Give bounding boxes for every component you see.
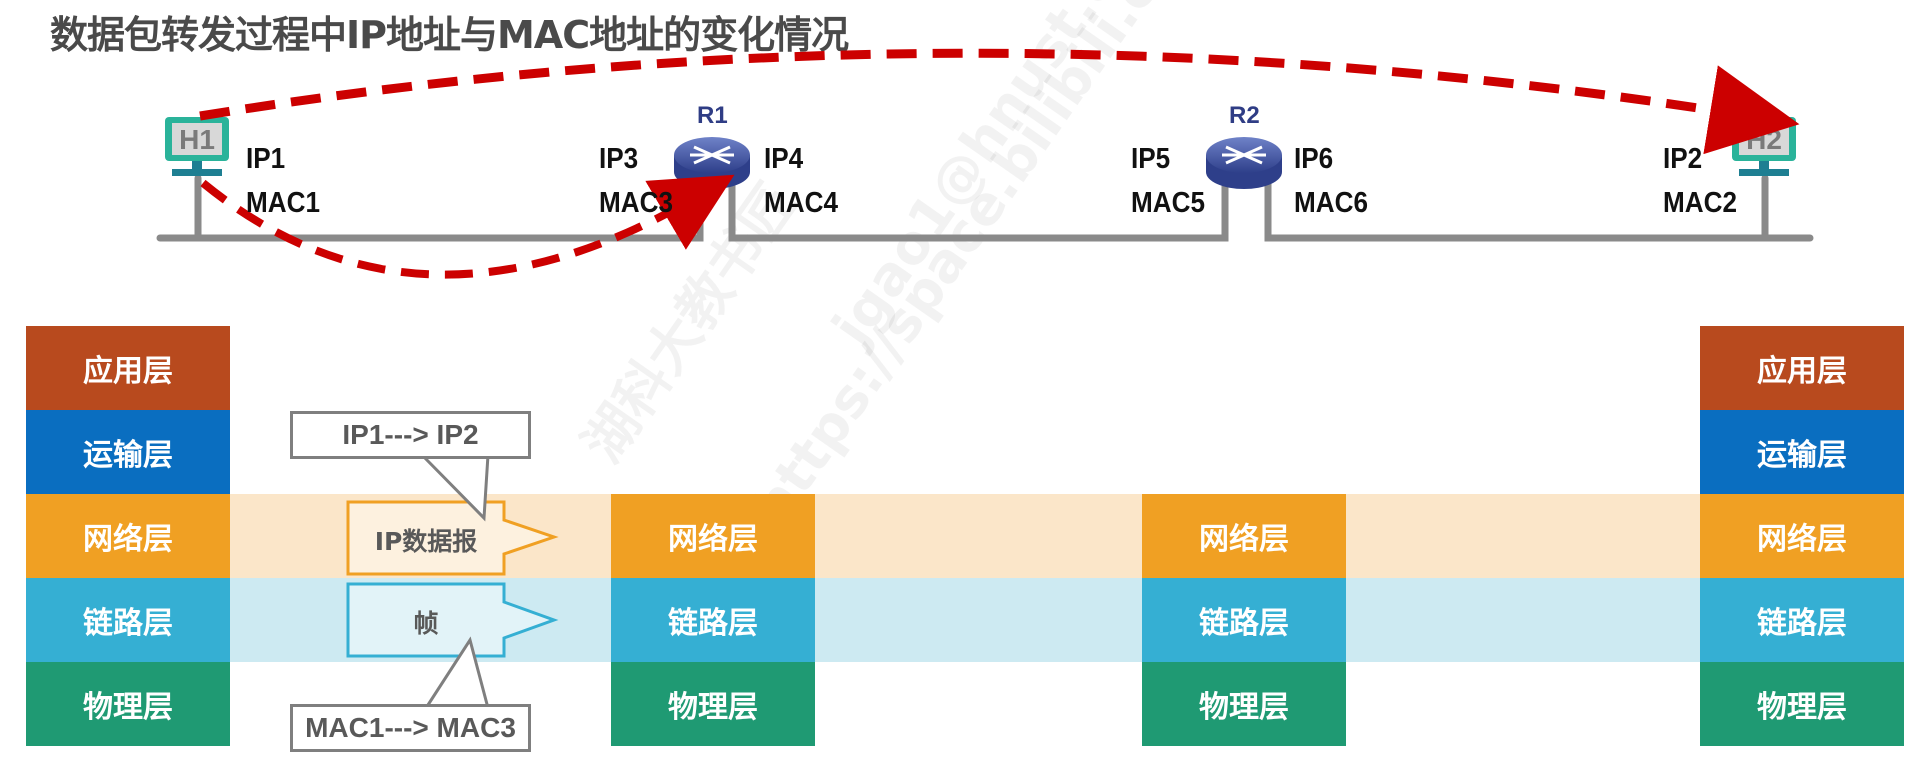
h1-app-layer: 应用层 [26, 326, 230, 410]
h1-mac-label: MAC1 [246, 187, 320, 219]
h1-network-layer: 网络层 [26, 494, 230, 578]
h1-link-layer: 链路层 [26, 578, 230, 662]
frame-label: 帧 [413, 609, 439, 638]
link-r2-h2 [1264, 176, 1814, 242]
r1-right-ip-label: IP4 [764, 143, 804, 175]
r2-physical-layer: 物理层 [1142, 662, 1346, 746]
h2-ip-label: IP2 [1663, 143, 1703, 175]
r2-link-layer: 链路层 [1142, 578, 1346, 662]
r1-network-layer: 网络层 [611, 494, 815, 578]
h2-link-layer: 链路层 [1700, 578, 1904, 662]
h1-ip-label: IP1 [246, 143, 286, 175]
h2-network-layer: 网络层 [1700, 494, 1904, 578]
mac-callout-pointer [424, 636, 490, 709]
router-r2-label: R2 [1229, 102, 1260, 129]
r1-right-mac-label: MAC4 [764, 187, 838, 219]
h2-transport-layer: 运输层 [1700, 410, 1904, 494]
router-r1-label: R1 [697, 102, 728, 129]
r2-network-layer: 网络层 [1142, 494, 1346, 578]
ip-datagram-arrow [346, 500, 559, 576]
mac-callout: MAC1---> MAC3 [290, 704, 531, 752]
svg-text:H1: H1 [179, 124, 215, 155]
host-h1-icon: H1 [165, 117, 229, 176]
r1-physical-layer: 物理层 [611, 662, 815, 746]
r2-right-ip-label: IP6 [1294, 143, 1334, 175]
r2-right-mac-label: MAC6 [1294, 187, 1368, 219]
page-title: 数据包转发过程中IP地址与MAC地址的变化情况 [50, 13, 849, 57]
r1-left-mac-label: MAC3 [599, 187, 673, 219]
ip-callout-pointer [420, 453, 490, 522]
ip-datagram-label: IP数据报 [374, 527, 478, 556]
h1-physical-layer: 物理层 [26, 662, 230, 746]
ip-callout: IP1---> IP2 [290, 411, 531, 459]
h2-physical-layer: 物理层 [1700, 662, 1904, 746]
h2-mac-label: MAC2 [1663, 187, 1737, 219]
h2-app-layer: 应用层 [1700, 326, 1904, 410]
h1-transport-layer: 运输层 [26, 410, 230, 494]
hop-arrow-h1-r1 [200, 174, 735, 279]
r2-left-ip-label: IP5 [1131, 143, 1171, 175]
r1-left-ip-label: IP3 [599, 143, 639, 175]
r1-link-layer: 链路层 [611, 578, 815, 662]
end-to-end-arrow [199, 48, 1800, 155]
frame-arrow [346, 582, 559, 658]
r2-left-mac-label: MAC5 [1131, 187, 1205, 219]
router-r2-icon [1206, 137, 1282, 189]
